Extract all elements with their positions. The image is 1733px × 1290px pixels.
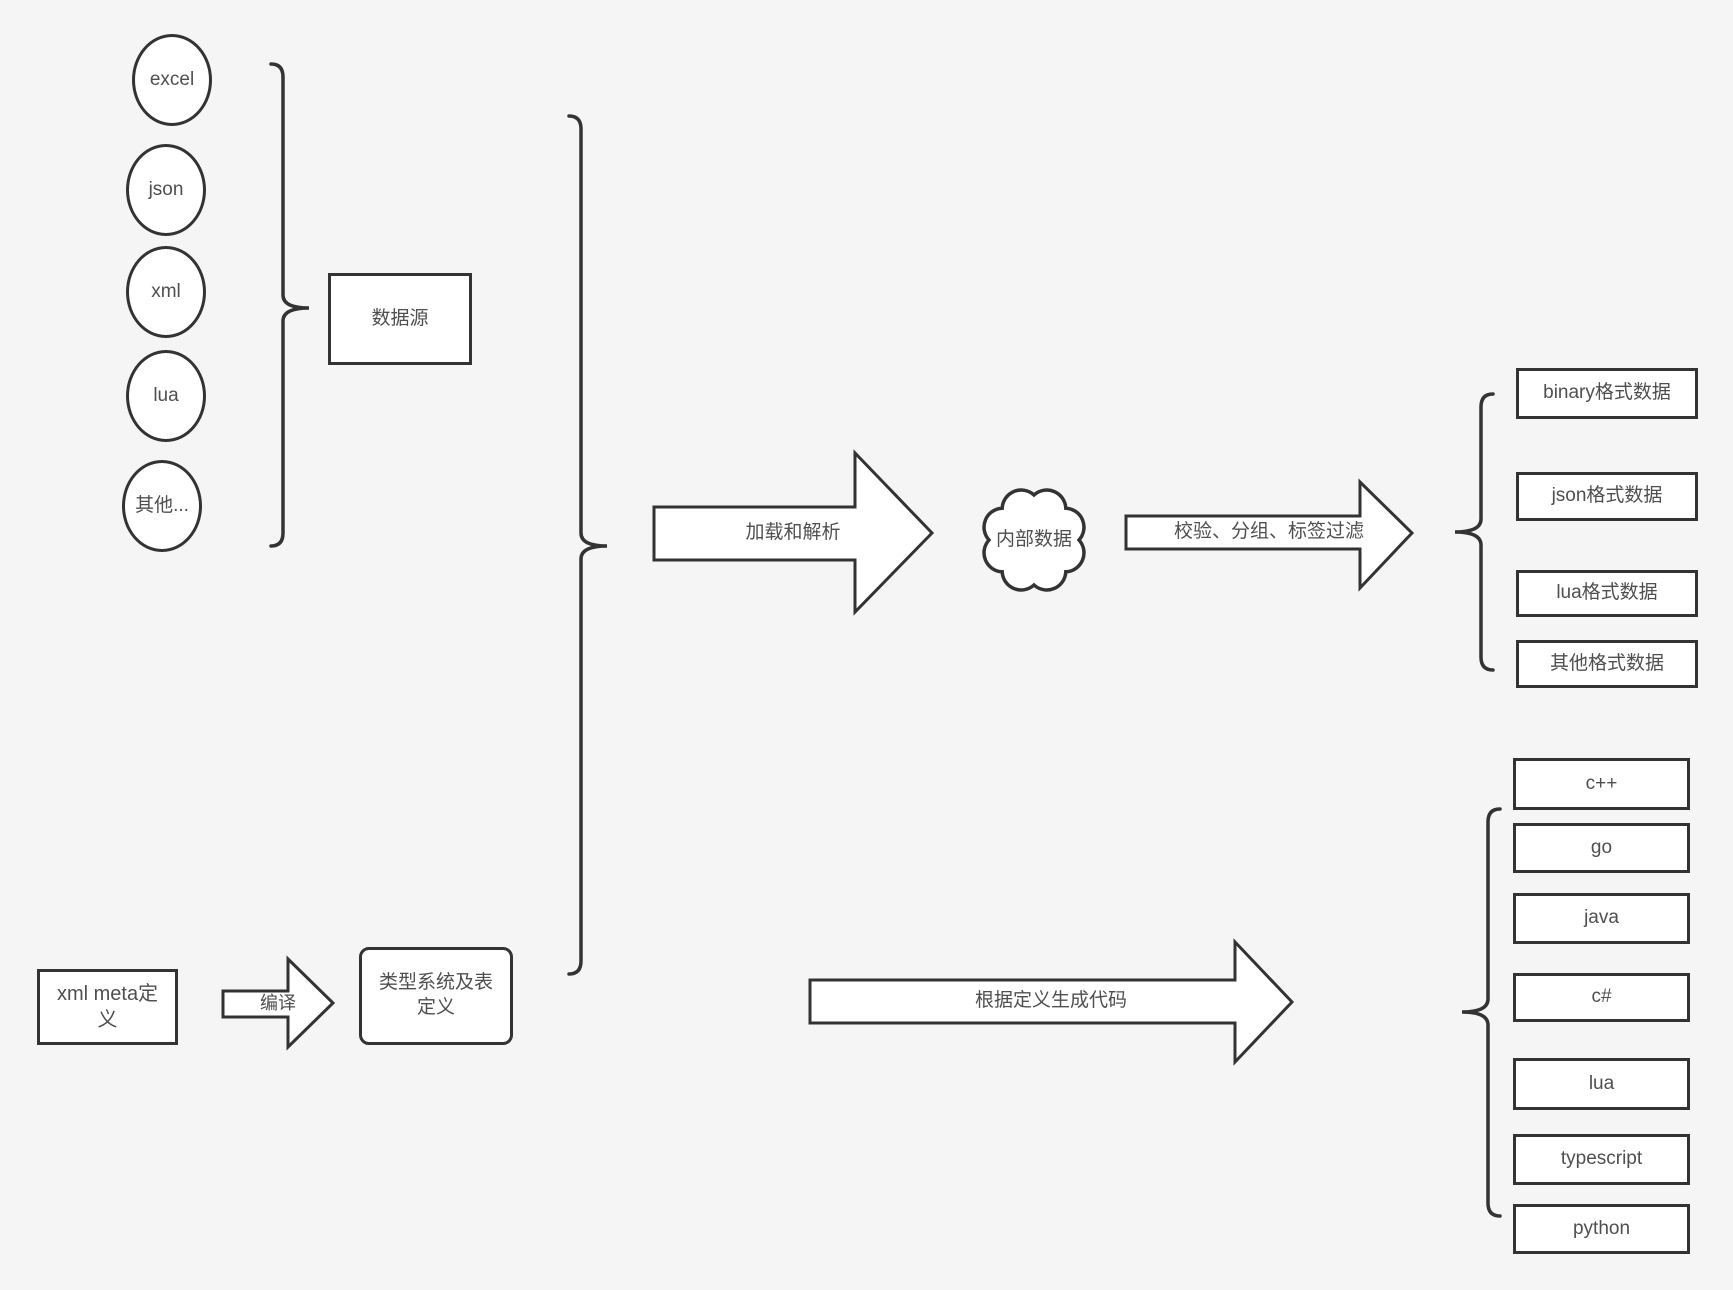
target-box-typescript-label: typescript [1560,1148,1643,1170]
brace-codegen-targets [1461,807,1502,1218]
source-ellipse-other: 其他... [122,460,202,552]
source-ellipse-excel: excel [132,34,212,126]
target-box-cpp-label: c++ [1585,772,1618,794]
target-box-typescript: typescript [1513,1134,1690,1185]
source-ellipse-json-label: json [148,178,184,200]
filter-arrow [1124,478,1415,592]
target-box-go-label: go [1590,836,1613,858]
data-source-box-label: 数据源 [371,307,429,329]
codegen-arrow [808,938,1295,1066]
target-box-csharp: c# [1513,973,1690,1022]
target-box-python-label: python [1572,1217,1631,1239]
load-parse-arrow [652,449,935,616]
data-source-box: 数据源 [328,273,472,365]
target-box-python: python [1513,1204,1690,1254]
output-box-binary: binary格式数据 [1516,368,1698,419]
target-box-java: java [1513,893,1690,944]
brace-inputs [567,114,608,976]
brace-sources [269,62,310,548]
target-box-csharp-label: c# [1591,986,1612,1008]
brace-data-outputs [1454,392,1495,672]
output-box-lua-label: lua格式数据 [1556,582,1658,604]
output-box-binary-label: binary格式数据 [1543,382,1671,404]
target-box-cpp: c++ [1513,758,1690,810]
source-ellipse-excel-label: excel [149,68,195,90]
source-ellipse-xml: xml [126,246,206,338]
source-ellipse-lua-label: lua [153,384,179,406]
source-ellipse-other-label: 其他... [135,494,189,516]
xml-meta-box: xml meta定义 [37,969,178,1045]
target-box-go: go [1513,823,1690,873]
target-box-lua: lua [1513,1058,1690,1110]
target-box-java-label: java [1584,907,1619,929]
output-box-other-label: 其他格式数据 [1549,652,1664,674]
target-box-lua-label: lua [1588,1072,1615,1094]
output-box-json: json格式数据 [1516,472,1698,521]
type-system-box-label: 类型系统及表定义 [378,972,493,1018]
internal-data-cloud [982,488,1086,592]
xml-meta-box-label: xml meta定义 [56,983,159,1031]
compile-arrow [221,955,336,1051]
type-system-box: 类型系统及表定义 [359,947,513,1045]
source-ellipse-xml-label: xml [151,280,181,302]
output-box-other: 其他格式数据 [1516,640,1698,688]
output-box-lua: lua格式数据 [1516,570,1698,617]
output-box-json-label: json格式数据 [1551,485,1663,507]
source-ellipse-json: json [126,144,206,236]
source-ellipse-lua: lua [126,350,206,442]
